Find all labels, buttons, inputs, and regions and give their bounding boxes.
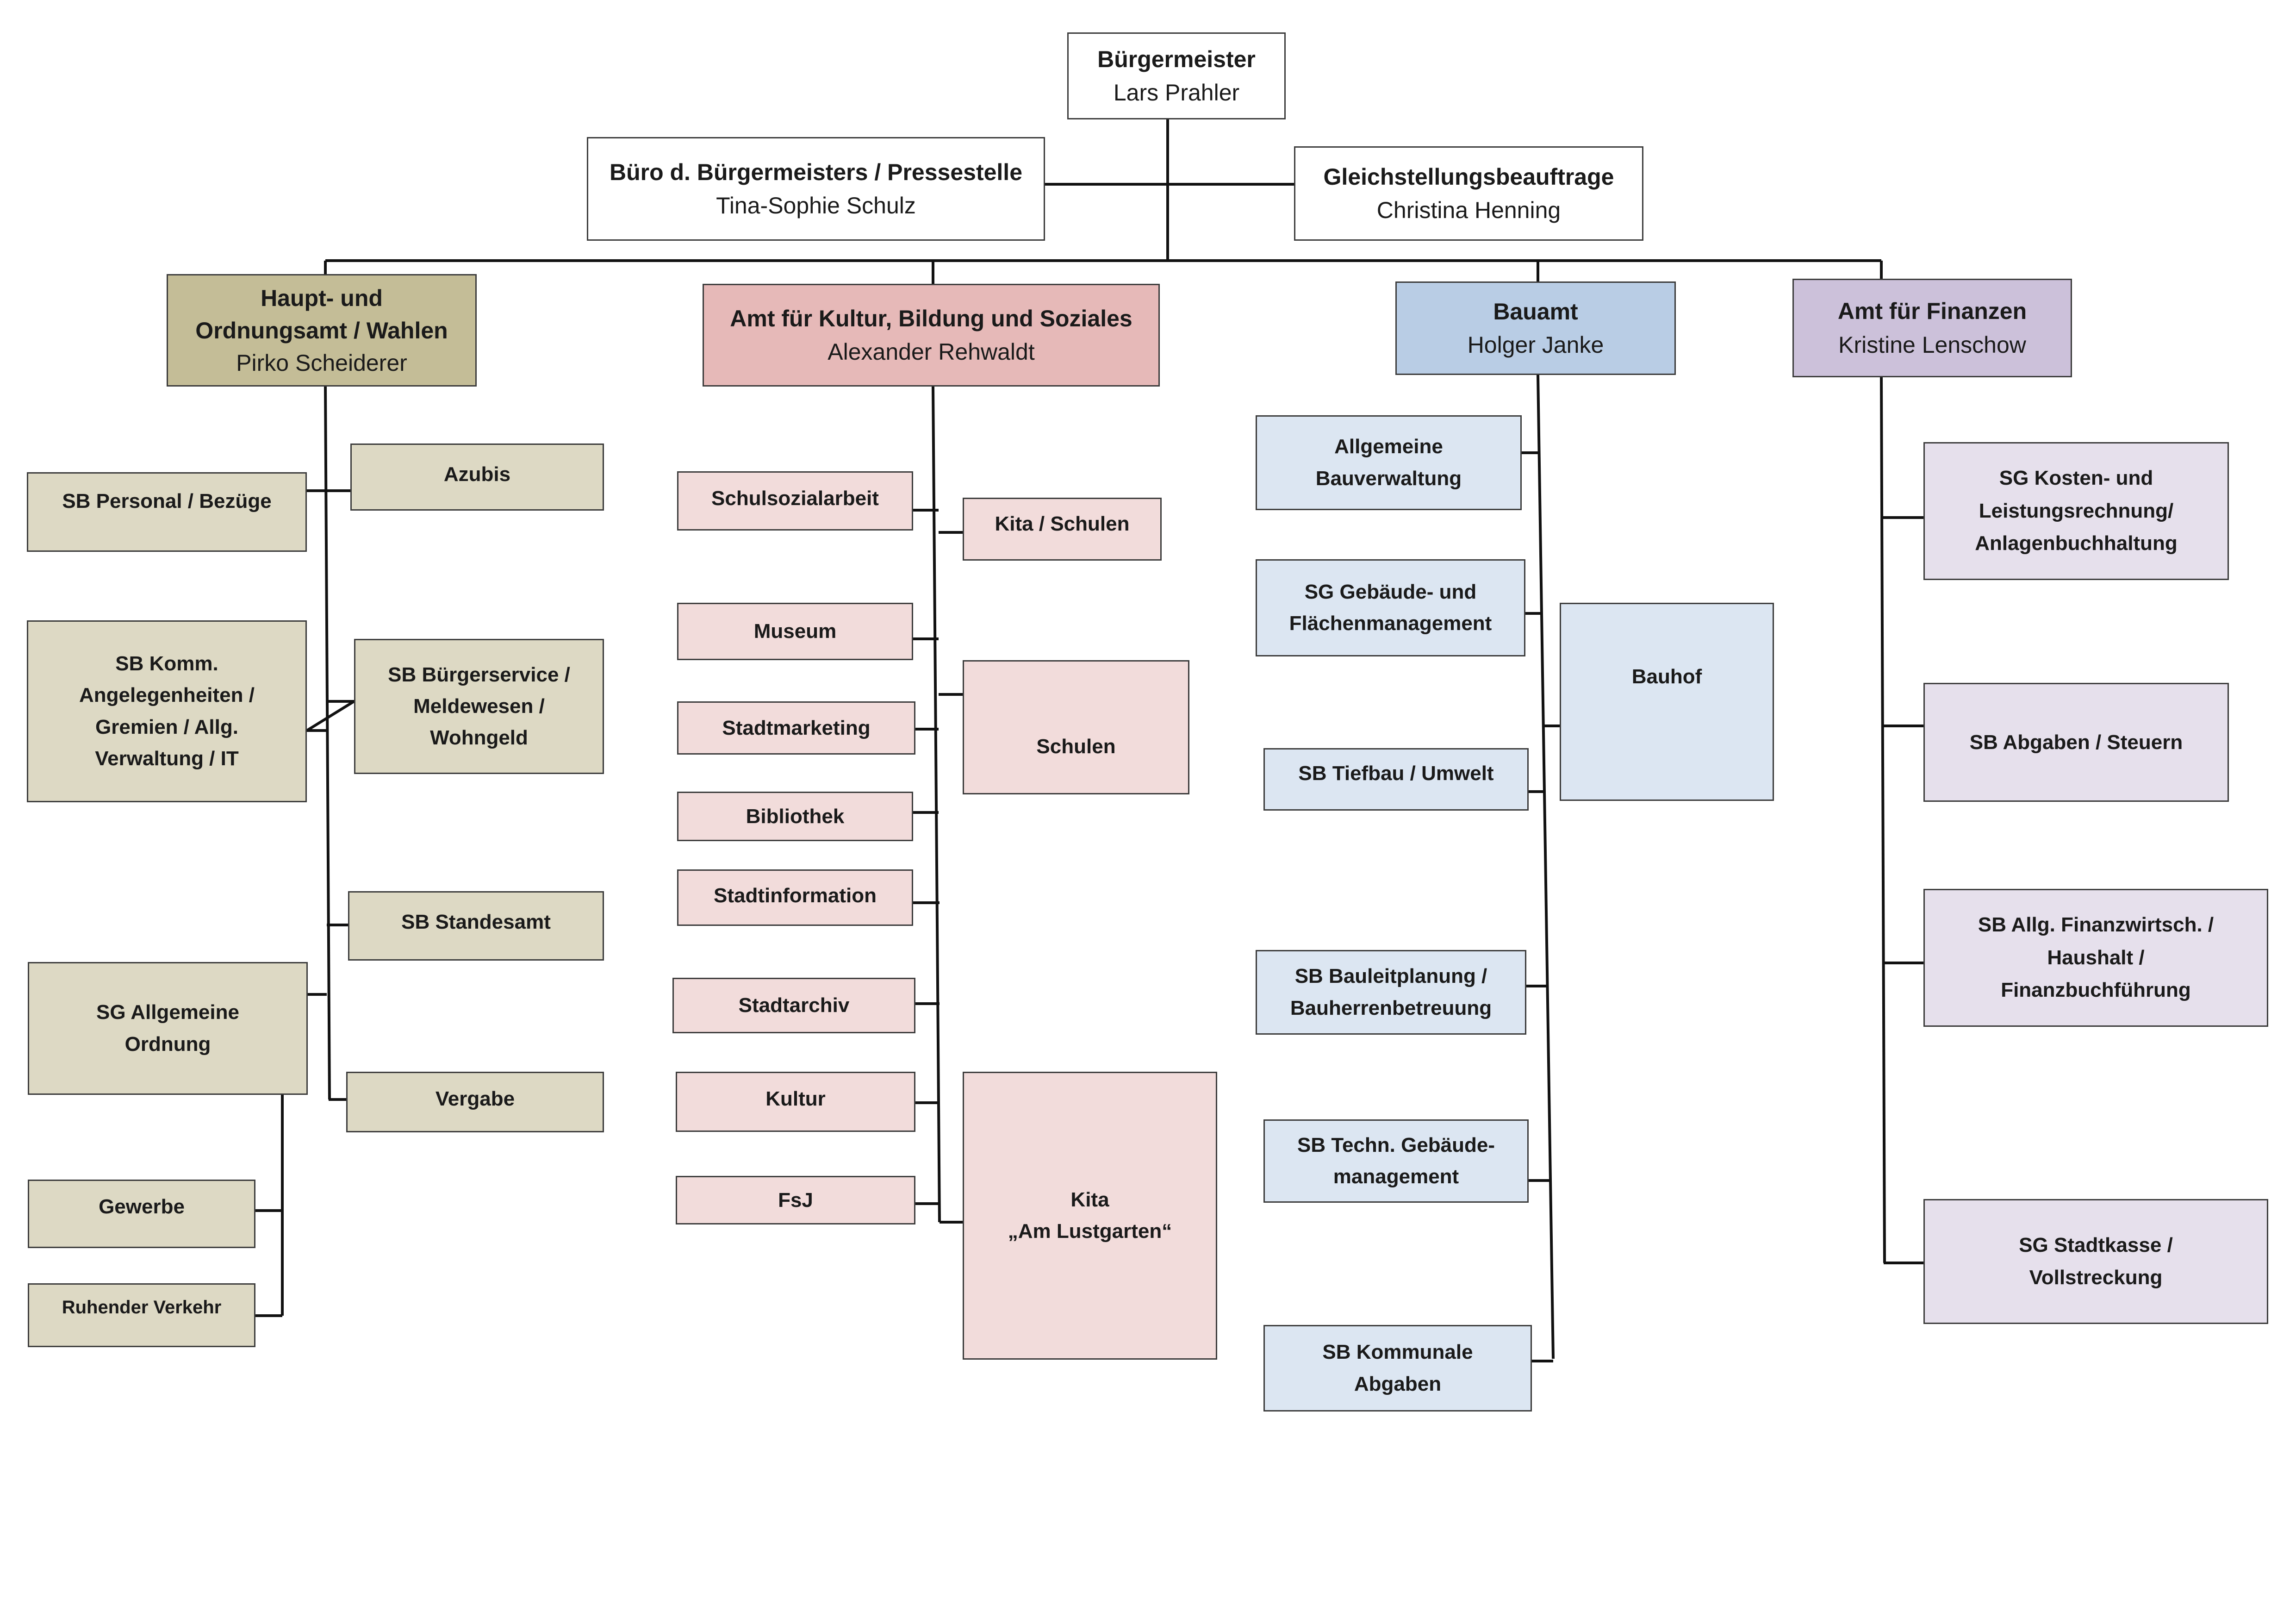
unit-kita-lustgarten: Kita „Am Lustgarten“ <box>963 1072 1217 1360</box>
unit-bauhof: Bauhof <box>1560 603 1774 801</box>
unit-stadtkasse: SG Stadtkasse / Vollstreckung <box>1923 1199 2268 1324</box>
kultur-title: Amt für Kultur, Bildung und Soziales <box>730 305 1132 331</box>
unit-azubis: Azubis <box>350 443 604 511</box>
kultur-name: Alexander Rehwaldt <box>828 339 1035 365</box>
unit-bibliothek: Bibliothek <box>677 792 913 841</box>
unit-stadtarchiv: Stadtarchiv <box>672 978 915 1033</box>
unit-buergerservice: SB Bürgerservice / Meldewesen / Wohngeld <box>354 639 604 774</box>
equality-box: Gleichstellungsbeauftrage Christina Henn… <box>1294 146 1643 241</box>
mayor-box: Bürgermeister Lars Prahler <box>1067 32 1286 119</box>
mayor-title: Bürgermeister <box>1097 46 1256 72</box>
unit-fsj: FsJ <box>676 1176 915 1224</box>
unit-haushalt: SB Allg. Finanzwirtsch. / Haushalt / Fin… <box>1923 889 2268 1027</box>
unit-bauleitplanung: SB Bauleitplanung / Bauherrenbetreuung <box>1256 950 1526 1035</box>
unit-schulen: Schulen <box>963 660 1189 794</box>
haupt-title: Haupt- und Ordnungsamt / Wahlen <box>195 285 448 344</box>
finanzen-department-box: Amt für Finanzen Kristine Lenschow <box>1792 279 2072 377</box>
unit-personal: SB Personal / Bezüge <box>27 472 307 552</box>
finanzen-title: Amt für Finanzen <box>1837 298 2027 324</box>
mayor-name: Lars Prahler <box>1113 80 1240 106</box>
bau-department-box: Bauamt Holger Janke <box>1395 281 1676 375</box>
haupt-name: Pirko Scheiderer <box>236 350 407 376</box>
unit-kultur: Kultur <box>676 1072 915 1132</box>
office-box: Büro d. Bürgermeisters / Pressestelle Ti… <box>587 137 1045 241</box>
finanzen-name: Kristine Lenschow <box>1838 331 2026 358</box>
unit-vergabe: Vergabe <box>346 1072 604 1132</box>
unit-stadtmarketing: Stadtmarketing <box>677 701 915 755</box>
unit-tiefbau: SB Tiefbau / Umwelt <box>1263 748 1529 811</box>
unit-ruhender-verkehr: Ruhender Verkehr <box>28 1283 255 1347</box>
unit-museum: Museum <box>677 603 913 660</box>
haupt-department-box: Haupt- und Ordnungsamt / Wahlen Pirko Sc… <box>167 274 477 387</box>
unit-kosten: SG Kosten- und Leistungsrechnung/ Anlage… <box>1923 442 2229 580</box>
unit-schulsozialarbeit: Schulsozialarbeit <box>677 471 913 531</box>
equality-title: Gleichstellungsbeauftrage <box>1323 163 1614 190</box>
unit-komm: SB Komm. Angelegenheiten / Gremien / All… <box>27 620 307 802</box>
unit-standesamt: SB Standesamt <box>348 891 604 961</box>
unit-bauverwaltung: Allgemeine Bauverwaltung <box>1256 415 1522 510</box>
equality-name: Christina Henning <box>1376 197 1561 223</box>
unit-abgaben-steuern: SB Abgaben / Steuern <box>1923 683 2229 802</box>
bau-name: Holger Janke <box>1467 332 1604 358</box>
unit-kita-schulen: Kita / Schulen <box>963 498 1162 561</box>
kultur-department-box: Amt für Kultur, Bildung und Soziales Ale… <box>703 284 1160 387</box>
office-name: Tina-Sophie Schulz <box>716 193 916 219</box>
unit-stadtinformation: Stadtinformation <box>677 869 913 926</box>
bau-title: Bauamt <box>1493 298 1578 325</box>
unit-ordnung: SG Allgemeine Ordnung <box>28 962 308 1095</box>
unit-techn-gebaeude: SB Techn. Gebäude- management <box>1263 1119 1529 1203</box>
unit-kommunale-abgaben: SB Kommunale Abgaben <box>1263 1325 1532 1412</box>
unit-gewerbe: Gewerbe <box>28 1180 255 1248</box>
office-title: Büro d. Bürgermeisters / Pressestelle <box>609 159 1023 185</box>
unit-gebaeude: SG Gebäude- und Flächenmanagement <box>1256 559 1525 656</box>
